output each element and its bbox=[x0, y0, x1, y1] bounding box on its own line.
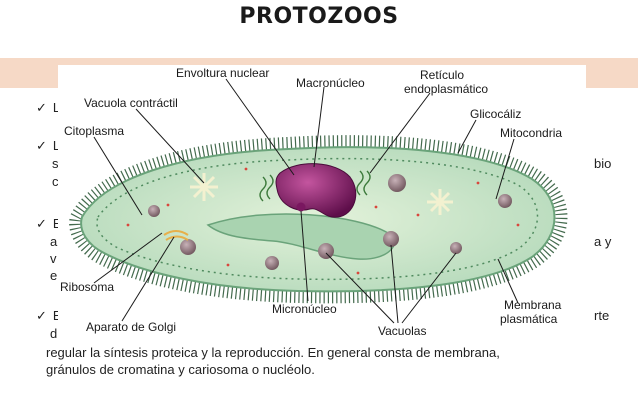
body-line-2: gránulos de cromatina y cariosoma o nucl… bbox=[46, 362, 315, 377]
fragment-v: v bbox=[50, 251, 57, 266]
macronucleus bbox=[275, 163, 357, 218]
fragment-ay: a y bbox=[594, 234, 612, 249]
label-aparato-golgi: Aparato de Golgi bbox=[86, 320, 176, 334]
label-ribosoma: Ribosoma bbox=[60, 280, 114, 294]
label-glicocaliz: Glicocáliz bbox=[470, 107, 521, 121]
fragment-d: d bbox=[50, 326, 58, 341]
fragment-rte: rte bbox=[594, 308, 610, 323]
paramecium-diagram: Envoltura nuclear Macronúcleo Retículo e… bbox=[58, 65, 586, 352]
label-plasmatica: plasmática bbox=[500, 312, 558, 326]
check-icon: ✓ bbox=[36, 216, 47, 231]
label-mitocondria: Mitocondria bbox=[500, 126, 562, 140]
reticulum bbox=[259, 170, 371, 202]
oral-groove bbox=[206, 213, 395, 260]
label-citoplasma: Citoplasma bbox=[64, 124, 124, 138]
fragment-s: s bbox=[52, 156, 59, 171]
label-membrana: Membrana bbox=[504, 298, 562, 312]
label-vacuola-contractil: Vacuola contráctil bbox=[84, 96, 178, 110]
check-icon: ✓ bbox=[36, 138, 47, 153]
body-line-1: regular la síntesis proteica y la reprod… bbox=[46, 345, 500, 360]
fragment-bio: bio bbox=[594, 156, 612, 171]
bullet-2-text: L bbox=[52, 138, 61, 153]
pellicle-line bbox=[96, 157, 539, 281]
fragment-c: c bbox=[52, 174, 59, 189]
bullet-3: ✓E bbox=[36, 216, 62, 232]
label-micronucleo: Micronúcleo bbox=[272, 302, 337, 316]
page-title: PROTOZOOS bbox=[239, 4, 399, 29]
bullet-3-text: E bbox=[53, 216, 62, 231]
bullet-2: ✓L bbox=[36, 138, 60, 154]
golgi-apparatus bbox=[163, 230, 189, 241]
label-vacuolas: Vacuolas bbox=[378, 324, 426, 338]
paramecium-svg: Envoltura nuclear Macronúcleo Retículo e… bbox=[60, 66, 568, 338]
check-icon: ✓ bbox=[36, 100, 47, 115]
leader-lines bbox=[93, 78, 519, 324]
label-reticulo: Retículo bbox=[420, 68, 464, 82]
contractile-vacuole-left bbox=[190, 173, 218, 201]
ribosomes bbox=[126, 167, 520, 275]
bullet-1: ✓L bbox=[36, 100, 60, 116]
label-envoltura-nuclear: Envoltura nuclear bbox=[176, 66, 269, 80]
bullet-4: ✓E bbox=[36, 308, 62, 324]
check-icon: ✓ bbox=[36, 308, 47, 323]
micronucleus bbox=[296, 202, 306, 212]
label-endoplasmatico: endoplasmático bbox=[404, 82, 488, 96]
fragment-e: e bbox=[50, 268, 58, 283]
bullet-1-text: L bbox=[52, 100, 61, 115]
contractile-vacuole-right bbox=[427, 189, 453, 215]
fragment-a: a bbox=[50, 234, 58, 249]
bullet-4-text: E bbox=[53, 308, 62, 323]
food-vacuoles bbox=[148, 174, 512, 270]
label-macronucleo: Macronúcleo bbox=[296, 76, 365, 90]
